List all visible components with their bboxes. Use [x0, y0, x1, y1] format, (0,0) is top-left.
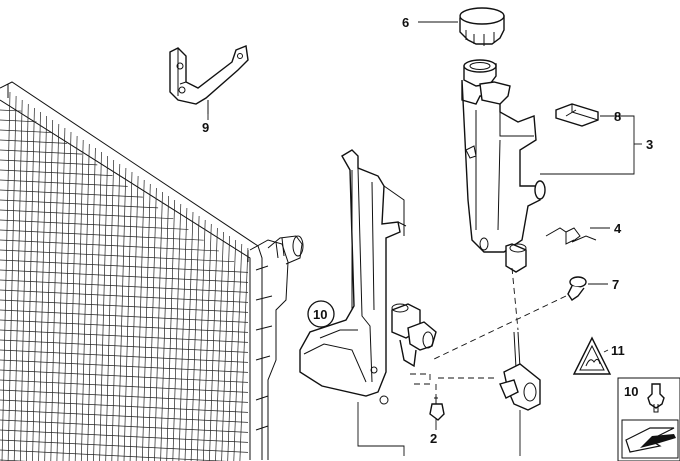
- plug-part-2: [429, 396, 445, 421]
- callout-1: 1: [398, 458, 405, 461]
- callout-4: 4: [614, 221, 622, 236]
- callout-10: 10: [313, 307, 327, 322]
- callout-11: 11: [611, 343, 625, 358]
- clip-part-8: [555, 103, 599, 127]
- dashed-connections: [410, 267, 567, 398]
- cap-part-6: [459, 7, 505, 46]
- callout-2: 2: [430, 431, 437, 446]
- reservoir-mount-part-10: [299, 149, 437, 405]
- callout-6: 6: [402, 15, 409, 30]
- radiator: [0, 81, 304, 461]
- callout-8: 8: [614, 109, 621, 124]
- callout-circle-10: [307, 300, 335, 328]
- callout-9: 9: [202, 120, 209, 135]
- expansion-tank-part-3: [461, 59, 546, 273]
- level-sensor-part-5: [499, 331, 541, 411]
- leader-lines: [207, 21, 642, 456]
- sensor-part-4: [545, 227, 597, 245]
- warning-label-part-11: [572, 336, 612, 375]
- screw-part-7: [567, 276, 587, 301]
- callout-5: 5: [516, 458, 523, 461]
- bracket-part-9: [169, 45, 249, 114]
- callout-3: 3: [646, 137, 653, 152]
- callout-7: 7: [612, 277, 619, 292]
- inset-callout-10: 10: [624, 384, 638, 399]
- inset-box: [617, 377, 680, 461]
